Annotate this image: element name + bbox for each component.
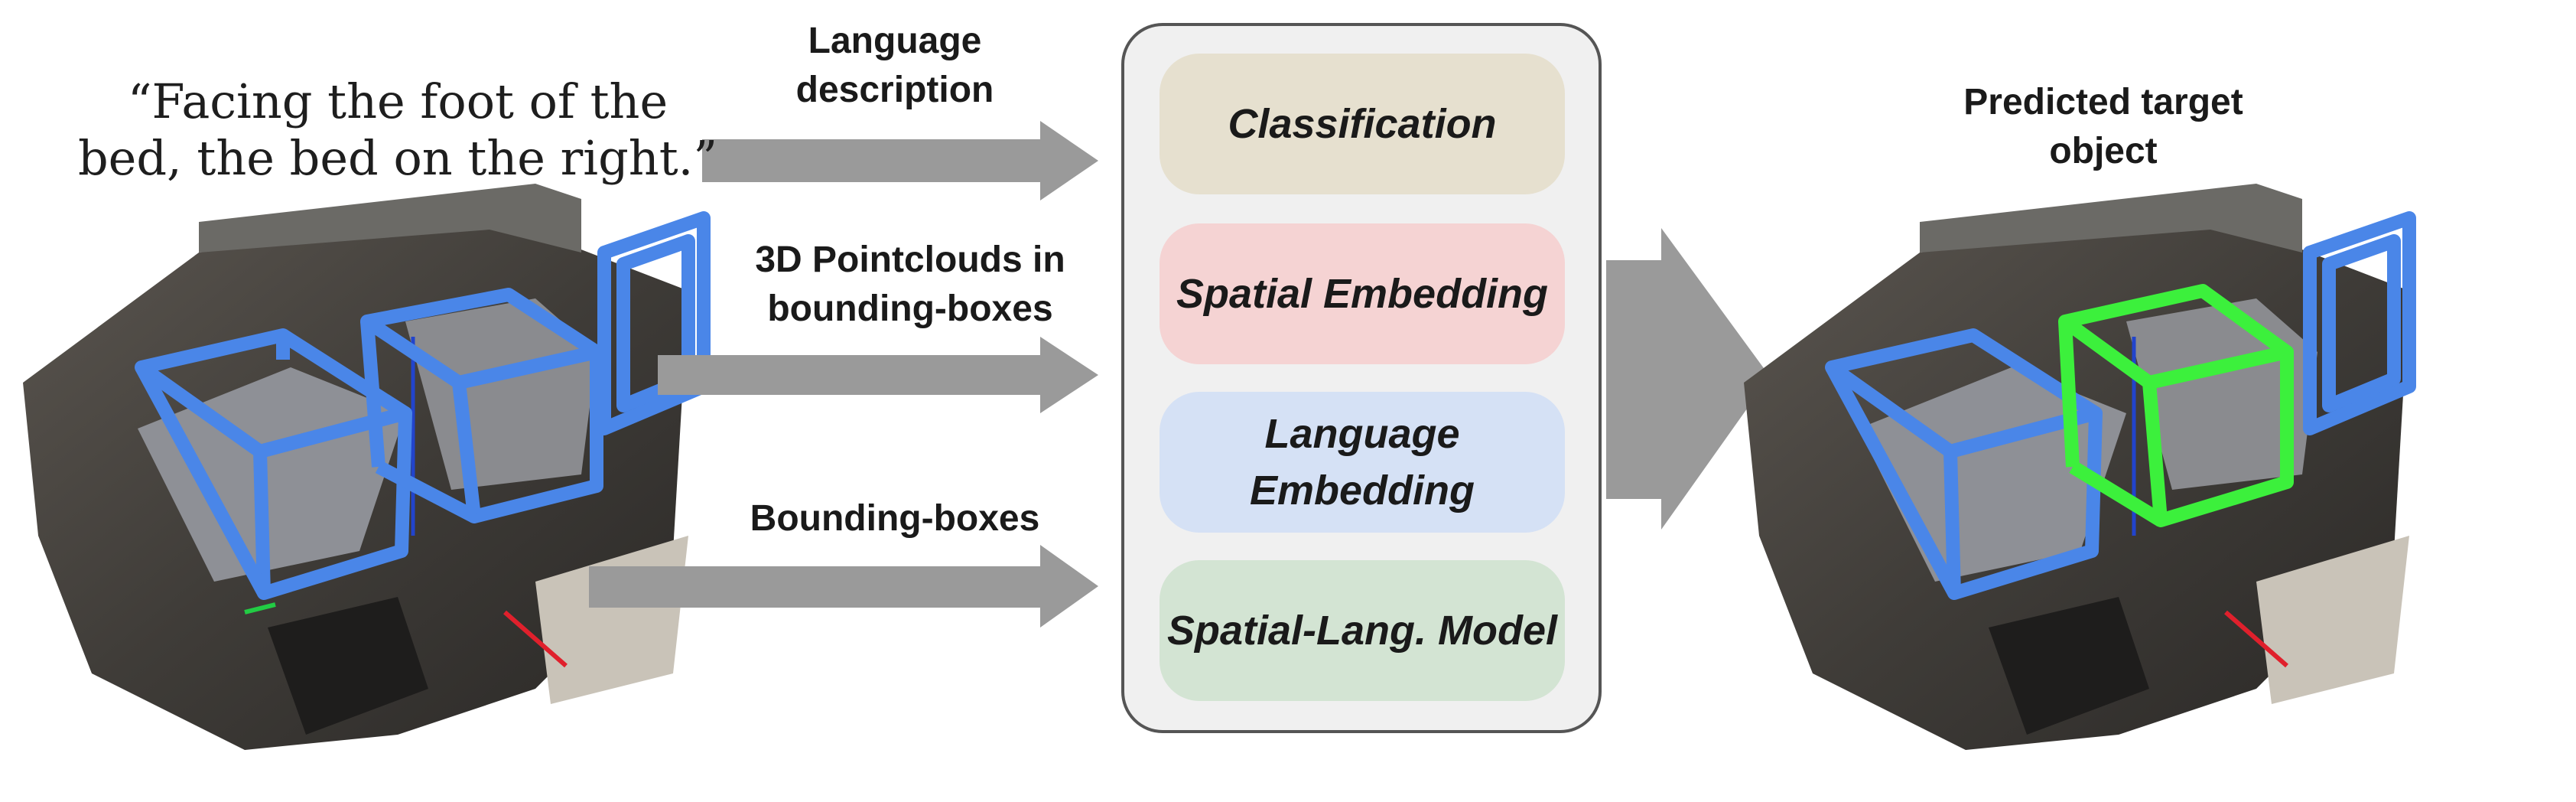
label-predicted-target: Predicted target object [1963,82,2243,171]
dark-patch-out [1989,597,2149,735]
axis-z-line [244,602,276,615]
bed-left [138,367,405,582]
output-scene-image [1744,184,2416,750]
predicted-target-box [2058,284,2294,527]
bounding-box-door-out [2303,211,2416,435]
bed-right [405,298,597,490]
axis-x-line [503,610,568,668]
module-spatial-embedding: Spatial Embedding [1160,223,1565,364]
room-wall-out [1920,184,2302,253]
floor-light-out [2256,536,2409,704]
module-language-embedding: Language Embedding [1160,392,1565,533]
input-scene-image [23,184,711,750]
dark-patch [268,597,428,735]
label-bounding-boxes: Bounding-boxes [750,498,1040,539]
bounding-box-bed-left [135,328,412,600]
room-wall [199,184,581,253]
module-classification: Classification [1160,54,1565,194]
bounding-box-bed-right [360,288,603,523]
model-panel: Classification Spatial Embedding Languag… [1121,23,1602,733]
arrow-output [1606,228,1770,530]
axis-x-line-out [2224,610,2288,668]
language-description-quote: “Facing the foot of the bed, the bed on … [77,73,718,186]
arrow-language [702,121,1098,200]
arrow-pointclouds [658,337,1098,413]
bounding-box-bed-left-out [1825,328,2103,600]
label-pointclouds: 3D Pointclouds in bounding-boxes [755,240,1065,329]
arrow-bounding-boxes [589,545,1098,628]
module-spatial-lang-model: Spatial-Lang. Model [1160,560,1565,701]
label-language-description: Language description [795,21,994,110]
